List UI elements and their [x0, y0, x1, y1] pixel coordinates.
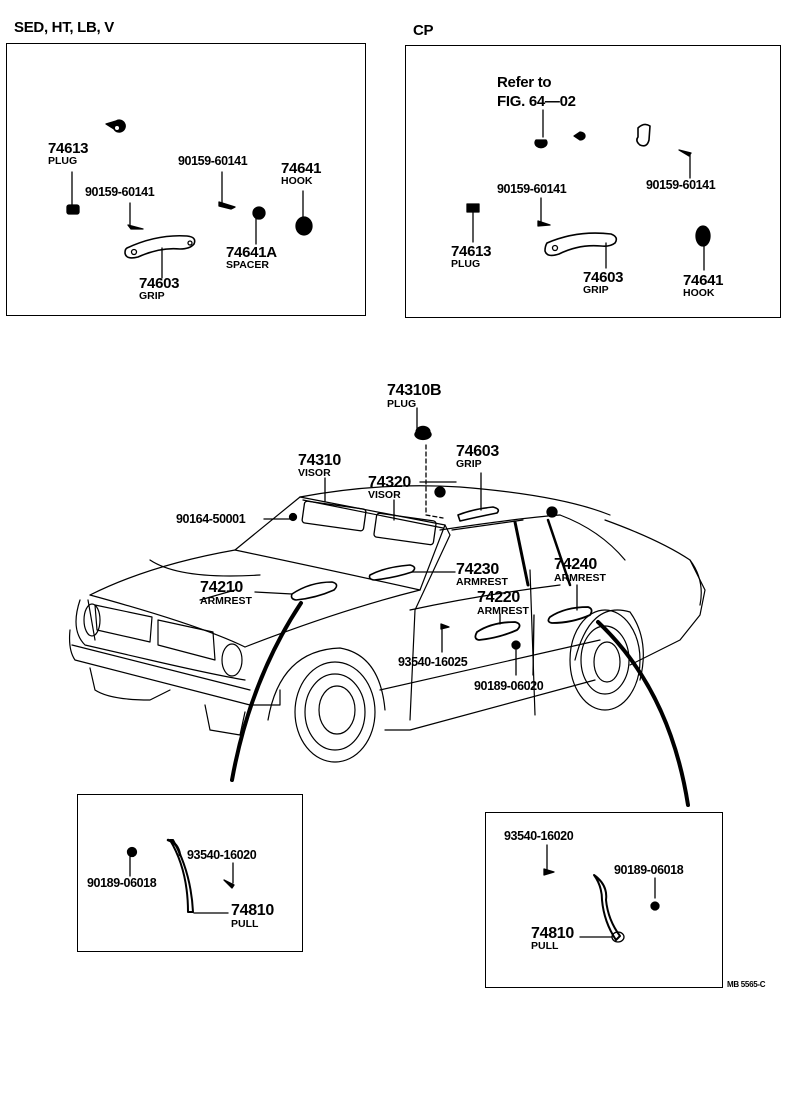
clip-icon [546, 506, 558, 518]
detail-left-artwork [126, 838, 235, 914]
visor-icon [373, 512, 437, 546]
sed-panel-artwork [66, 119, 313, 279]
part-number[interactable]: 74310 [298, 452, 341, 469]
hook-icon [695, 225, 711, 247]
part-name: PULL [531, 940, 559, 952]
screw-icon [223, 879, 235, 889]
part-name: HOOK [683, 287, 715, 299]
screw-icon [440, 623, 450, 630]
armrest-icon [547, 606, 593, 624]
part-number[interactable]: 74240 [554, 556, 597, 573]
part-number[interactable]: 74603 [139, 275, 180, 292]
part-number[interactable]: 74810 [231, 902, 274, 919]
screw-icon [288, 512, 298, 522]
part-number[interactable]: 74810 [531, 925, 574, 942]
part-number[interactable]: 90159-60141 [646, 178, 716, 192]
plug-icon [414, 425, 432, 441]
spacer-icon [252, 206, 266, 220]
part-number[interactable]: 74613 [48, 140, 89, 157]
visor-icon [301, 500, 367, 532]
part-name: GRIP [139, 290, 165, 302]
pull-handle-icon [593, 874, 621, 941]
part-name: GRIP [456, 458, 482, 470]
figure-code: MB 5565-C [727, 980, 766, 989]
reference-figure-link[interactable]: FIG. 64—02 [497, 93, 576, 110]
part-name: PLUG [451, 258, 481, 270]
part-number[interactable]: 93540-16025 [398, 655, 468, 669]
part-name: PLUG [387, 398, 417, 410]
screw-icon [537, 220, 551, 227]
screw-icon [127, 224, 144, 230]
part-number[interactable]: 90159-60141 [178, 154, 248, 168]
part-name: ARMREST [554, 572, 606, 584]
part-number[interactable]: 74641 [683, 272, 724, 289]
callout-line-left [230, 601, 303, 782]
armrest-icon [474, 621, 521, 641]
clip-icon [105, 119, 126, 133]
nut-icon [126, 846, 138, 858]
reference-text: Refer to [497, 74, 552, 91]
part-name: PLUG [48, 155, 78, 167]
part-number[interactable]: 74603 [456, 443, 499, 460]
part-name: VISOR [368, 489, 401, 501]
part-name: ARMREST [200, 595, 252, 607]
grip-icon [544, 232, 618, 257]
clip-icon [573, 131, 586, 141]
part-number[interactable]: 74230 [456, 561, 499, 578]
armrest-icon [290, 581, 338, 601]
main-parts-artwork [230, 407, 690, 807]
car-body-drawing [68, 485, 706, 763]
part-number[interactable]: 90159-60141 [85, 185, 155, 199]
hook-icon [295, 216, 313, 236]
part-number[interactable]: 90164-50001 [176, 512, 246, 526]
panel-cp [405, 45, 781, 318]
panel-title-sed: SED, HT, LB, V [14, 19, 114, 36]
part-name: HOOK [281, 175, 313, 187]
part-name: GRIP [583, 284, 609, 296]
grip-icon [457, 506, 500, 522]
part-name: PULL [231, 918, 259, 930]
grip-icon [124, 234, 196, 259]
part-number[interactable]: 74613 [451, 243, 492, 260]
part-number[interactable]: 93540-16020 [187, 848, 257, 862]
detail-panel-right [485, 812, 723, 988]
callout-line-right [596, 620, 690, 807]
part-number[interactable]: 74310B [387, 382, 442, 399]
detail-right-artwork [543, 844, 660, 943]
screw-icon [218, 201, 236, 210]
part-number[interactable]: 74641 [281, 160, 322, 177]
cp-panel-artwork [466, 109, 711, 271]
part-number[interactable]: 90189-06020 [474, 679, 544, 693]
armrest-icon [368, 564, 416, 581]
part-name: SPACER [226, 259, 269, 271]
part-name: ARMREST [456, 576, 508, 588]
part-number[interactable]: 74210 [200, 579, 243, 596]
clip-icon [434, 486, 446, 498]
hook-bracket-icon [636, 123, 651, 147]
part-number[interactable]: 93540-16020 [504, 829, 574, 843]
part-number[interactable]: 74220 [477, 589, 520, 606]
part-name: VISOR [298, 467, 331, 479]
part-number[interactable]: 90189-06018 [614, 863, 684, 877]
screw-icon [543, 868, 555, 876]
detail-panel-left [77, 794, 303, 952]
plug-icon [66, 204, 80, 215]
part-number[interactable]: 74641A [226, 244, 277, 261]
part-number[interactable]: 90189-06018 [87, 876, 157, 890]
panel-sed [6, 43, 366, 316]
panel-title-cp: CP [413, 22, 434, 39]
part-name: ARMREST [477, 605, 529, 617]
nut-icon [650, 901, 660, 911]
screw-icon [511, 640, 521, 650]
part-number[interactable]: 74320 [368, 474, 411, 491]
part-number[interactable]: 74603 [583, 269, 624, 286]
clip-icon [534, 139, 548, 149]
part-number[interactable]: 90159-60141 [497, 182, 567, 196]
